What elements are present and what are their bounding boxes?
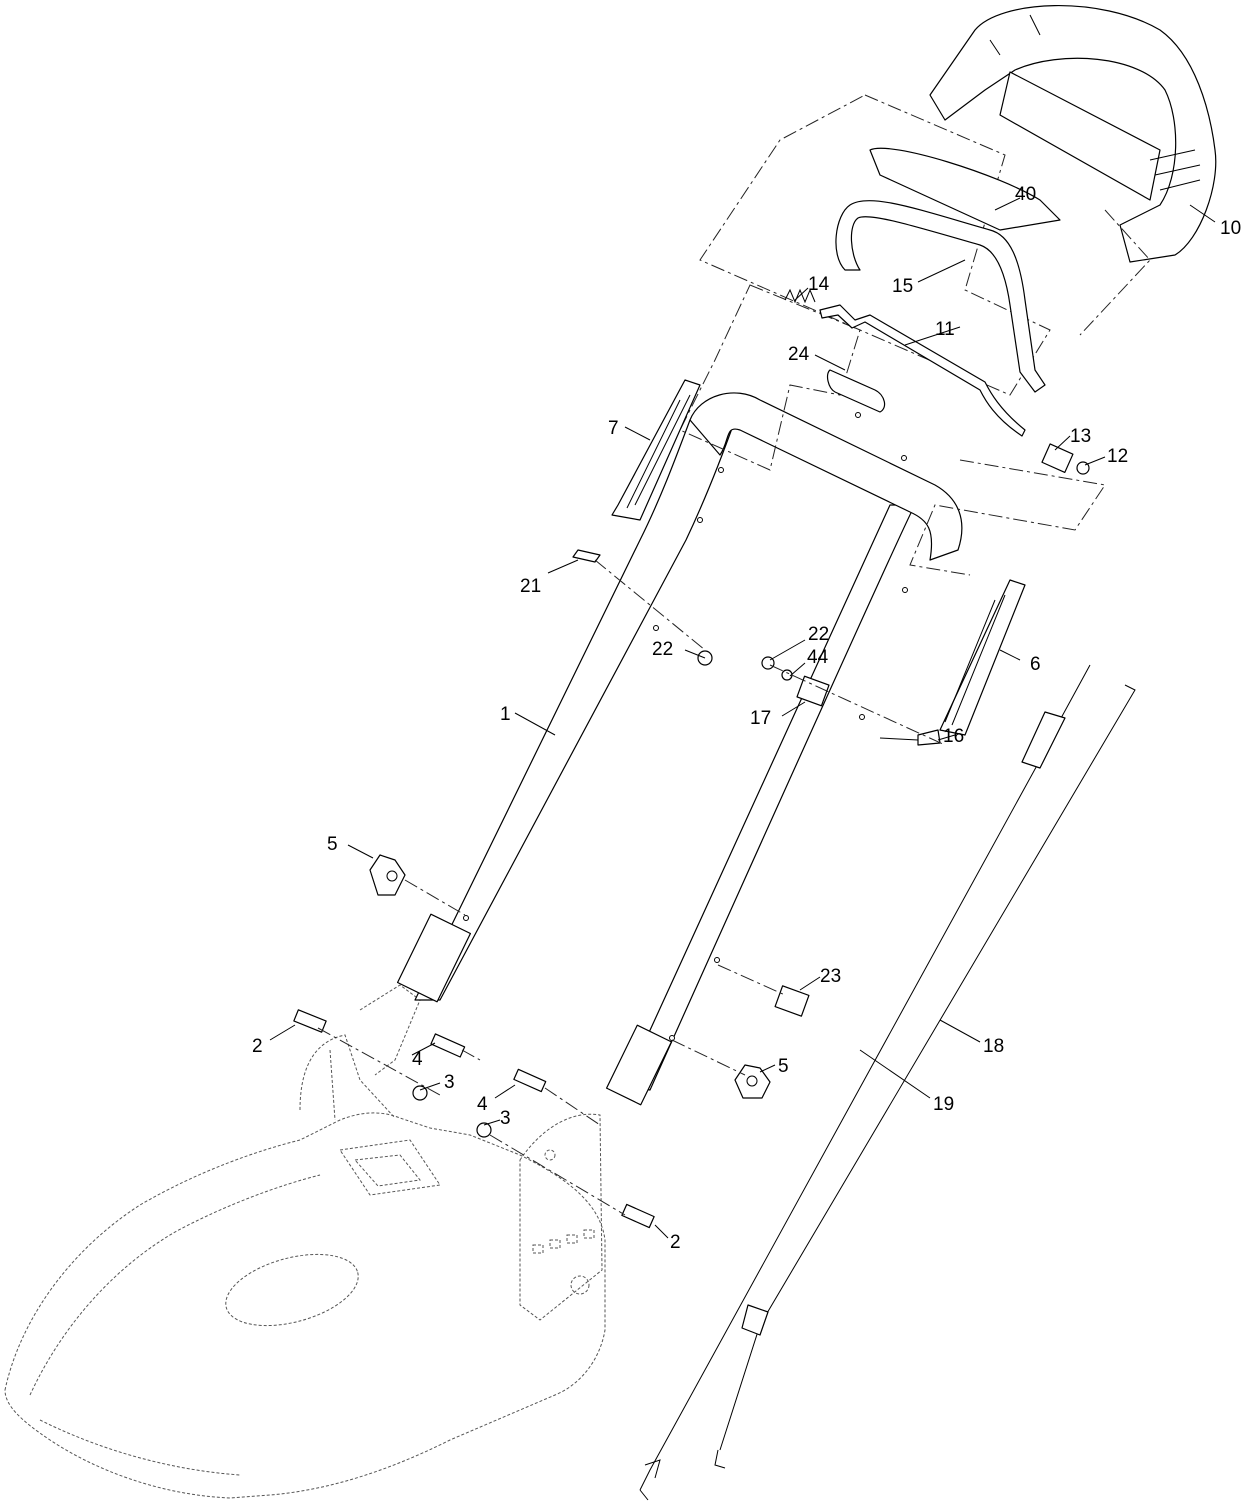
callout-17: 17 bbox=[750, 708, 771, 729]
phantom-box-upper bbox=[699, 94, 1151, 396]
callout-44: 44 bbox=[807, 647, 829, 668]
cable-19[interactable] bbox=[639, 664, 1091, 1501]
callout-5-left: 5 bbox=[327, 834, 338, 855]
callout-2-left: 2 bbox=[252, 1036, 263, 1057]
callout-23: 23 bbox=[820, 966, 841, 987]
callout-labels: 10 40 15 14 11 24 13 12 7 21 22 22 44 6 … bbox=[252, 184, 1241, 1253]
callout-6: 6 bbox=[1030, 654, 1041, 675]
cable-bracket bbox=[1041, 443, 1090, 475]
leader-lines bbox=[269, 197, 1216, 1239]
callout-11: 11 bbox=[935, 319, 955, 340]
callout-19: 19 bbox=[933, 1094, 954, 1115]
callout-10: 10 bbox=[1220, 218, 1241, 239]
callout-7: 7 bbox=[608, 418, 619, 439]
callout-4-left: 4 bbox=[412, 1049, 423, 1070]
callout-21: 21 bbox=[520, 576, 541, 597]
mower-deck bbox=[4, 984, 606, 1499]
cable-18[interactable] bbox=[714, 684, 1136, 1469]
callout-3-right: 3 bbox=[500, 1108, 511, 1129]
callout-15: 15 bbox=[892, 276, 913, 297]
shield-pad bbox=[869, 147, 1061, 231]
spring bbox=[784, 288, 816, 304]
upper-handle[interactable] bbox=[929, 5, 1217, 263]
callout-3-left: 3 bbox=[444, 1072, 455, 1093]
callout-16: 16 bbox=[943, 726, 964, 747]
callout-1: 1 bbox=[500, 704, 511, 725]
foam-grip bbox=[826, 369, 886, 413]
callout-4-right: 4 bbox=[477, 1094, 488, 1115]
callout-22-right: 22 bbox=[808, 624, 829, 645]
phantom-box-lower bbox=[679, 284, 1106, 576]
deck-slots bbox=[532, 1149, 595, 1295]
callout-14: 14 bbox=[808, 274, 830, 295]
callout-13: 13 bbox=[1070, 426, 1091, 447]
callout-22-left: 22 bbox=[652, 639, 673, 660]
callout-40: 40 bbox=[1015, 184, 1036, 205]
callout-12: 12 bbox=[1107, 446, 1128, 467]
callout-2-right: 2 bbox=[670, 1232, 681, 1253]
fasteners bbox=[293, 549, 941, 1229]
callout-5-right: 5 bbox=[778, 1056, 789, 1077]
callout-24: 24 bbox=[788, 344, 810, 365]
cover-right bbox=[939, 579, 1026, 736]
cover-left bbox=[611, 379, 701, 521]
assembly-lines bbox=[317, 559, 946, 1216]
control-rod[interactable] bbox=[819, 304, 1026, 437]
callout-18: 18 bbox=[983, 1036, 1004, 1057]
handle-frame[interactable] bbox=[396, 392, 963, 1106]
bail-bar[interactable] bbox=[835, 199, 1046, 393]
